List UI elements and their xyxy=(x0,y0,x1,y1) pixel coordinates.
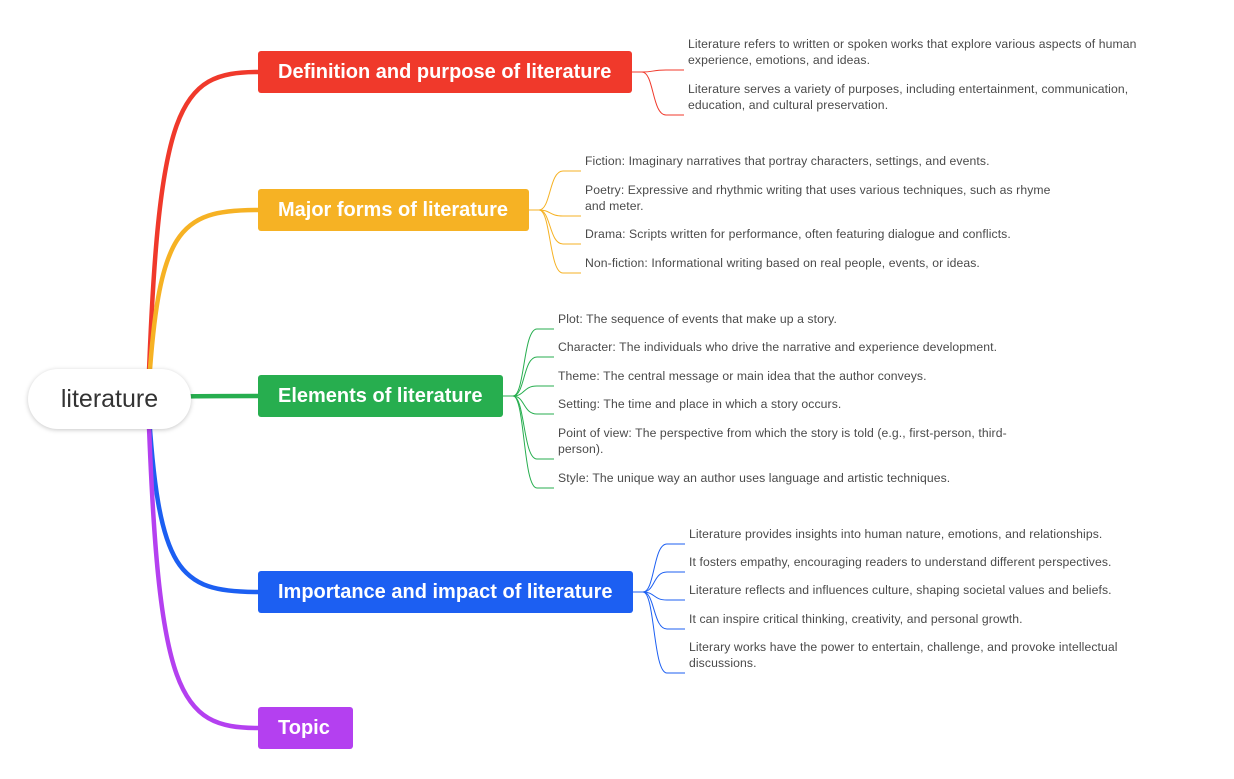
leaf-connector xyxy=(503,395,554,489)
leaf-connector xyxy=(633,543,685,593)
subtopic-elements-of-literature-4[interactable]: Setting: The time and place in which a s… xyxy=(558,397,842,411)
subtopic-major-forms-of-literature-3[interactable]: Drama: Scripts written for performance, … xyxy=(585,227,1011,241)
branch-importance-and-impact-of-literature[interactable]: Importance and impact of literature xyxy=(258,571,633,613)
leaf-connector xyxy=(503,395,554,415)
subtopic-elements-of-literature-6[interactable]: Style: The unique way an author uses lan… xyxy=(558,471,951,485)
subtopic-elements-of-literature-3[interactable]: Theme: The central message or main idea … xyxy=(558,369,927,383)
branch-definition-and-purpose-of-literature[interactable]: Definition and purpose of literature xyxy=(258,51,632,93)
branch-connector-major-forms-of-literature xyxy=(145,207,261,402)
central-topic[interactable]: literature xyxy=(28,369,191,429)
leaf-connector xyxy=(503,356,554,397)
leaf-connector xyxy=(633,591,685,601)
leaf-connector xyxy=(633,591,685,630)
leaf-connector xyxy=(529,209,581,274)
branch-connector-topic xyxy=(145,396,261,731)
leaf-connector xyxy=(503,385,554,397)
leaf-connector xyxy=(503,395,554,460)
subtopic-major-forms-of-literature-4[interactable]: Non-fiction: Informational writing based… xyxy=(585,256,980,270)
subtopic-definition-and-purpose-of-literature-1[interactable]: Literature refers to written or spoken w… xyxy=(688,37,1137,67)
branch-major-forms-of-literature[interactable]: Major forms of literature xyxy=(258,189,529,231)
subtopic-importance-and-impact-of-literature-3[interactable]: Literature reflects and influences cultu… xyxy=(689,583,1112,597)
leaf-connector xyxy=(529,170,581,211)
subtopic-importance-and-impact-of-literature-5[interactable]: Literary works have the power to enterta… xyxy=(689,640,1118,670)
subtopic-elements-of-literature-1[interactable]: Plot: The sequence of events that make u… xyxy=(558,312,837,326)
subtopic-major-forms-of-literature-1[interactable]: Fiction: Imaginary narratives that portr… xyxy=(585,154,990,168)
branch-topic[interactable]: Topic xyxy=(258,707,353,749)
branch-connector-definition-and-purpose-of-literature xyxy=(145,69,261,402)
leaf-connector xyxy=(633,591,685,674)
subtopic-elements-of-literature-5[interactable]: Point of view: The perspective from whic… xyxy=(558,426,1007,456)
branch-elements-of-literature[interactable]: Elements of literature xyxy=(258,375,503,417)
subtopic-elements-of-literature-2[interactable]: Character: The individuals who drive the… xyxy=(558,340,998,354)
subtopic-major-forms-of-literature-2[interactable]: Poetry: Expressive and rhythmic writing … xyxy=(585,183,1051,213)
subtopic-importance-and-impact-of-literature-4[interactable]: It can inspire critical thinking, creati… xyxy=(689,612,1023,626)
leaf-connector xyxy=(529,209,581,217)
leaf-connector xyxy=(633,571,685,593)
subtopic-importance-and-impact-of-literature-2[interactable]: It fosters empathy, encouraging readers … xyxy=(689,555,1112,569)
subtopic-importance-and-impact-of-literature-1[interactable]: Literature provides insights into human … xyxy=(689,527,1103,541)
leaf-connector xyxy=(632,71,684,116)
subtopic-definition-and-purpose-of-literature-2[interactable]: Literature serves a variety of purposes,… xyxy=(688,82,1129,112)
